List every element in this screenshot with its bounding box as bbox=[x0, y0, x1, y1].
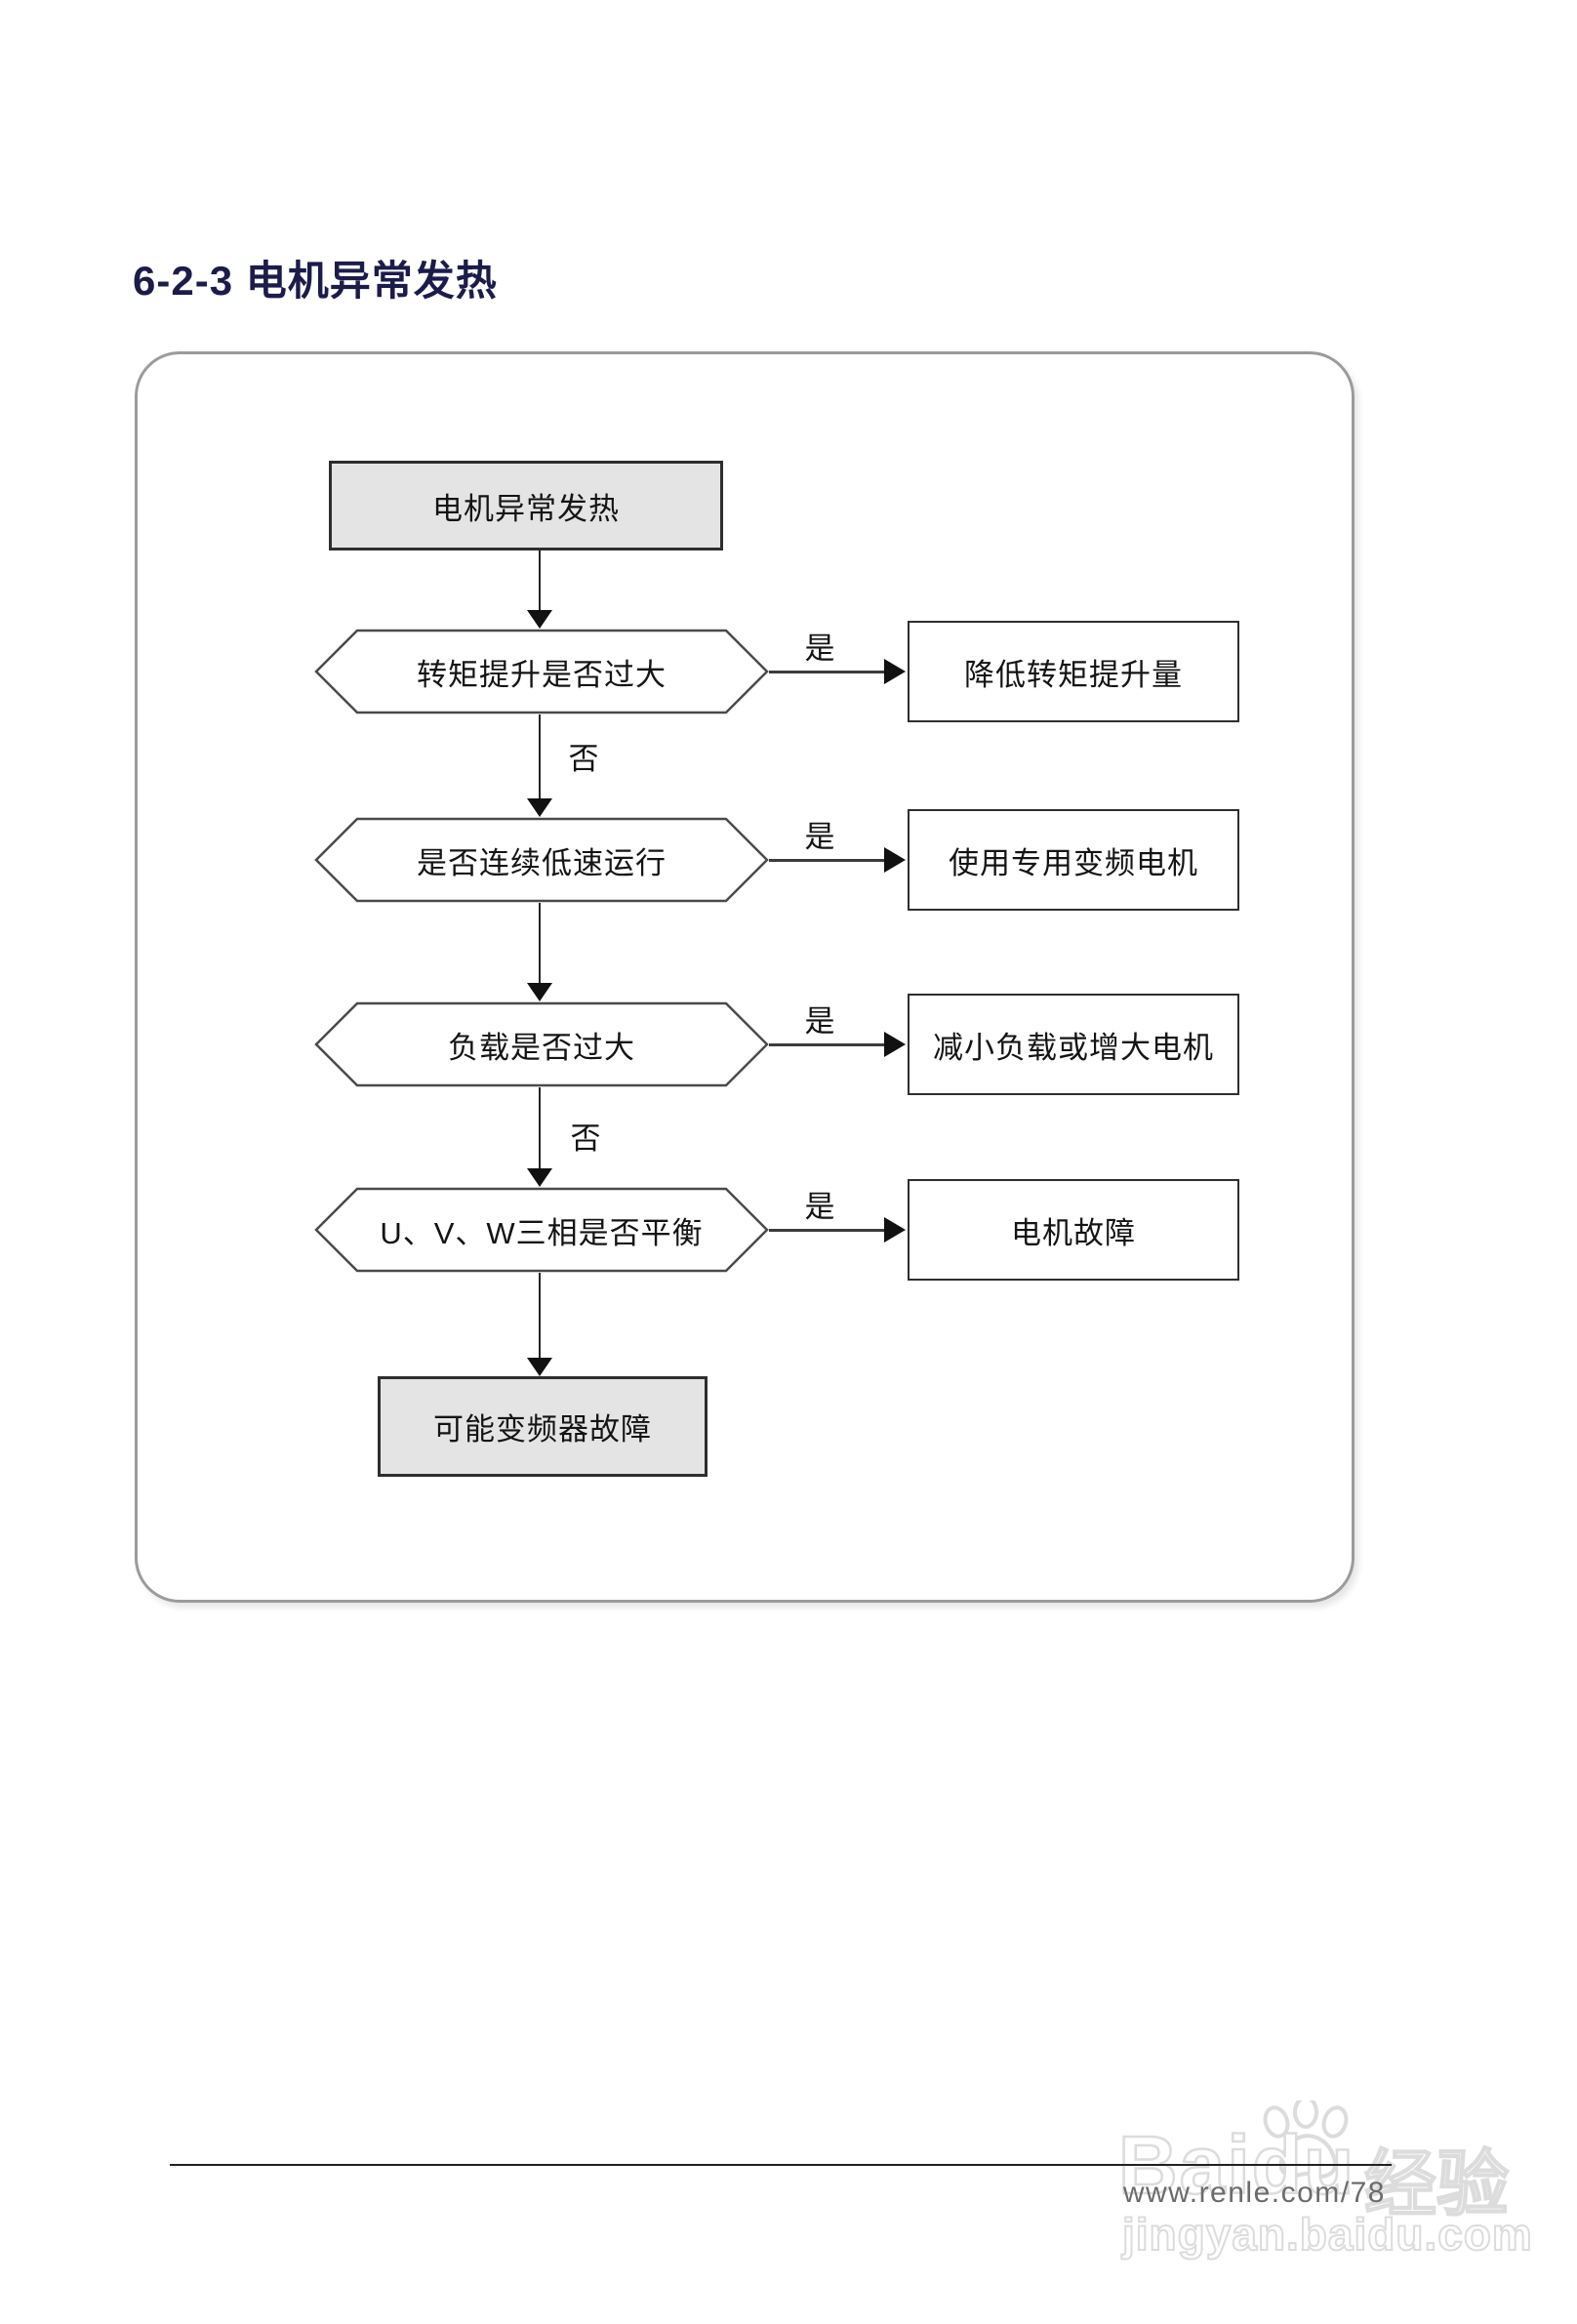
arrow-right-icon bbox=[884, 659, 906, 684]
decision-load-too-large: 负载是否过大 bbox=[314, 1001, 769, 1087]
flow-start-node: 电机异常发热 bbox=[329, 461, 723, 550]
decision-label: 转矩提升是否过大 bbox=[417, 657, 667, 692]
action-motor-fault: 电机故障 bbox=[908, 1179, 1239, 1281]
arrow-down-icon bbox=[527, 1358, 552, 1376]
watermark-brand-suffix: 经验 bbox=[1363, 2142, 1510, 2225]
action-reduce-load-or-bigger-motor: 减小负载或增大电机 bbox=[908, 994, 1239, 1095]
arrow-down-icon bbox=[527, 983, 552, 1001]
footer-site-url: www.renle.com/78 bbox=[1122, 2177, 1386, 2209]
no-label: 否 bbox=[568, 742, 599, 776]
action-use-inverter-motor: 使用专用变频电机 bbox=[908, 809, 1239, 911]
arrow-down-icon bbox=[527, 798, 552, 817]
connector-line bbox=[539, 1087, 541, 1171]
connector-line bbox=[769, 859, 888, 862]
action-reduce-torque-boost: 降低转矩提升量 bbox=[908, 621, 1239, 722]
yes-label: 是 bbox=[804, 1004, 835, 1039]
hexagon-shape bbox=[314, 1001, 769, 1087]
hexagon-shape bbox=[314, 1187, 769, 1273]
arrow-right-icon bbox=[884, 1217, 906, 1243]
arrow-right-icon bbox=[884, 847, 906, 873]
yes-label: 是 bbox=[804, 632, 835, 666]
hexagon-shape bbox=[314, 817, 769, 903]
connector-line bbox=[539, 714, 541, 801]
no-label: 否 bbox=[570, 1121, 601, 1156]
connector-line bbox=[769, 1229, 888, 1232]
connector-line bbox=[539, 550, 541, 613]
decision-label: 负载是否过大 bbox=[448, 1030, 635, 1065]
decision-torque-boost: 转矩提升是否过大 bbox=[314, 629, 769, 714]
flow-end-node: 可能变频器故障 bbox=[378, 1376, 708, 1477]
decision-label: 是否连续低速运行 bbox=[417, 845, 667, 880]
decision-uvw-phase-balance: U、V、W三相是否平衡 bbox=[314, 1187, 769, 1273]
baidu-paw-icon bbox=[1263, 2100, 1349, 2180]
page-title: 6-2-3 电机异常发热 bbox=[133, 258, 498, 304]
watermark-url: jingyan.baidu.com bbox=[1121, 2208, 1533, 2261]
connector-line bbox=[769, 671, 888, 673]
footer-divider bbox=[170, 2164, 1392, 2166]
flowchart-container bbox=[135, 351, 1355, 1603]
connector-line bbox=[539, 1273, 541, 1361]
yes-label: 是 bbox=[804, 820, 835, 854]
arrow-down-icon bbox=[527, 1168, 552, 1187]
arrow-right-icon bbox=[884, 1032, 906, 1057]
yes-label: 是 bbox=[804, 1190, 835, 1224]
connector-line bbox=[539, 903, 541, 986]
connector-line bbox=[769, 1043, 888, 1046]
decision-label: U、V、W三相是否平衡 bbox=[380, 1215, 704, 1250]
arrow-down-icon bbox=[527, 610, 552, 629]
hexagon-shape bbox=[314, 629, 769, 714]
decision-low-speed-running: 是否连续低速运行 bbox=[314, 817, 769, 903]
